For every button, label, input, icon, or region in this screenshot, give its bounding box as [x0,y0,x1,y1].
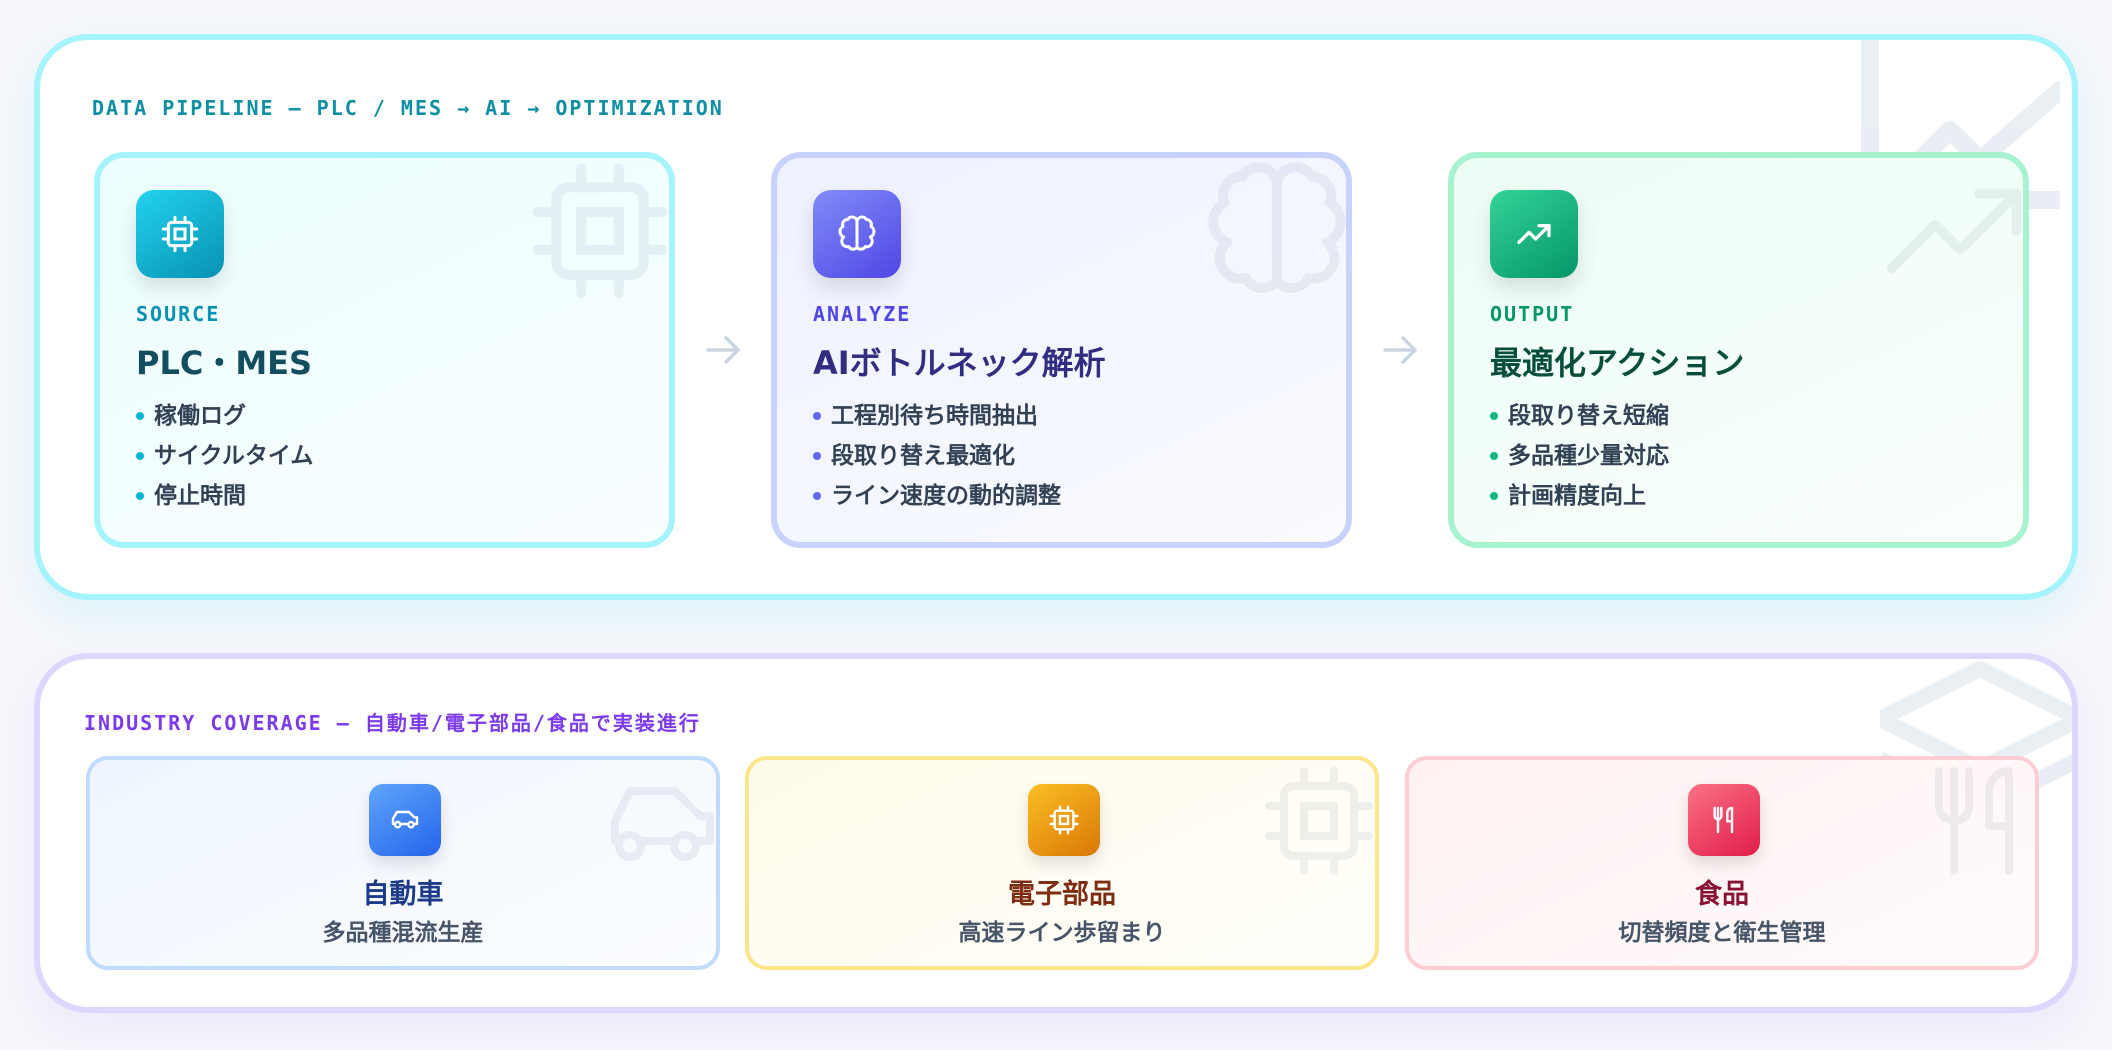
stage-card-source: SOURCE PLC・MES 稼働ログ サイクルタイム 停止時間 [94,152,675,548]
stage-card-analyze: ANALYZE AIボトルネック解析 工程別待ち時間抽出 段取り替え最適化 ライ… [771,152,1352,548]
stage-list-item: 停止時間 [136,476,313,516]
brain-icon [813,190,901,278]
stage-title: AIボトルネック解析 [813,344,1106,382]
trending-up-icon [1490,190,1578,278]
industry-card-automotive: 自動車 多品種混流生産 [86,756,720,970]
bullet-dot [1490,492,1498,500]
stage-item-list: 段取り替え短縮 多品種少量対応 計画精度向上 [1490,396,1669,516]
bullet-dot [813,412,821,420]
stage-kicker: ANALYZE [813,302,912,326]
industry-subtitle: 切替頻度と衛生管理 [1618,920,1826,946]
bullet-dot [136,412,144,420]
industry-title: 食品 [1695,879,1749,910]
stage-list-item: ライン速度の動的調整 [813,476,1061,516]
pipeline-section-label: DATA PIPELINE — PLC / MES → AI → OPTIMIZ… [92,96,724,120]
trending-up-watermark-icon [1879,158,2023,306]
industry-subtitle: 多品種混流生産 [322,920,484,946]
brain-watermark-icon [1202,158,1346,306]
stage-title: 最適化アクション [1490,344,1745,382]
car-icon [369,784,441,856]
bullet-dot [813,452,821,460]
stage-list-item: 稼働ログ [136,396,313,436]
cpu-watermark-icon [525,158,669,306]
stage-kicker: SOURCE [136,302,221,326]
stage-list-item: 段取り替え最適化 [813,436,1061,476]
cpu-icon [1028,784,1100,856]
arrow-right-icon [704,330,744,370]
industry-card-food: 食品 切替頻度と衛生管理 [1405,756,2039,970]
stage-list-item: 多品種少量対応 [1490,436,1669,476]
bullet-dot [813,492,821,500]
stage-title: PLC・MES [136,344,313,382]
stage-list-item: 計画精度向上 [1490,476,1669,516]
car-watermark-icon [600,766,716,876]
utensils-watermark-icon [1919,766,2035,876]
industry-card-electronics: 電子部品 高速ライン歩留まり [745,756,1379,970]
industry-section-label: INDUSTRY COVERAGE — 自動車/電子部品/食品で実装進行 [84,711,701,735]
stage-card-output: OUTPUT 最適化アクション 段取り替え短縮 多品種少量対応 計画精度向上 [1448,152,2029,548]
pipeline-panel: DATA PIPELINE — PLC / MES → AI → OPTIMIZ… [34,34,2078,600]
industry-subtitle: 高速ライン歩留まり [958,920,1166,946]
cpu-icon [136,190,224,278]
cpu-watermark-icon [1259,766,1375,876]
bullet-dot [1490,412,1498,420]
utensils-icon [1688,784,1760,856]
arrow-right-icon [1381,330,1421,370]
stage-list-item: 工程別待ち時間抽出 [813,396,1061,436]
bullet-dot [136,492,144,500]
stage-list-item: 段取り替え短縮 [1490,396,1669,436]
stage-item-list: 工程別待ち時間抽出 段取り替え最適化 ライン速度の動的調整 [813,396,1061,516]
stage-item-list: 稼働ログ サイクルタイム 停止時間 [136,396,313,516]
stage-kicker: OUTPUT [1490,302,1575,326]
stage-list-item: サイクルタイム [136,436,313,476]
bullet-dot [136,452,144,460]
industry-title: 自動車 [362,879,444,910]
industry-title: 電子部品 [1008,879,1116,910]
bullet-dot [1490,452,1498,460]
industry-panel: INDUSTRY COVERAGE — 自動車/電子部品/食品で実装進行 自動車… [34,653,2078,1013]
